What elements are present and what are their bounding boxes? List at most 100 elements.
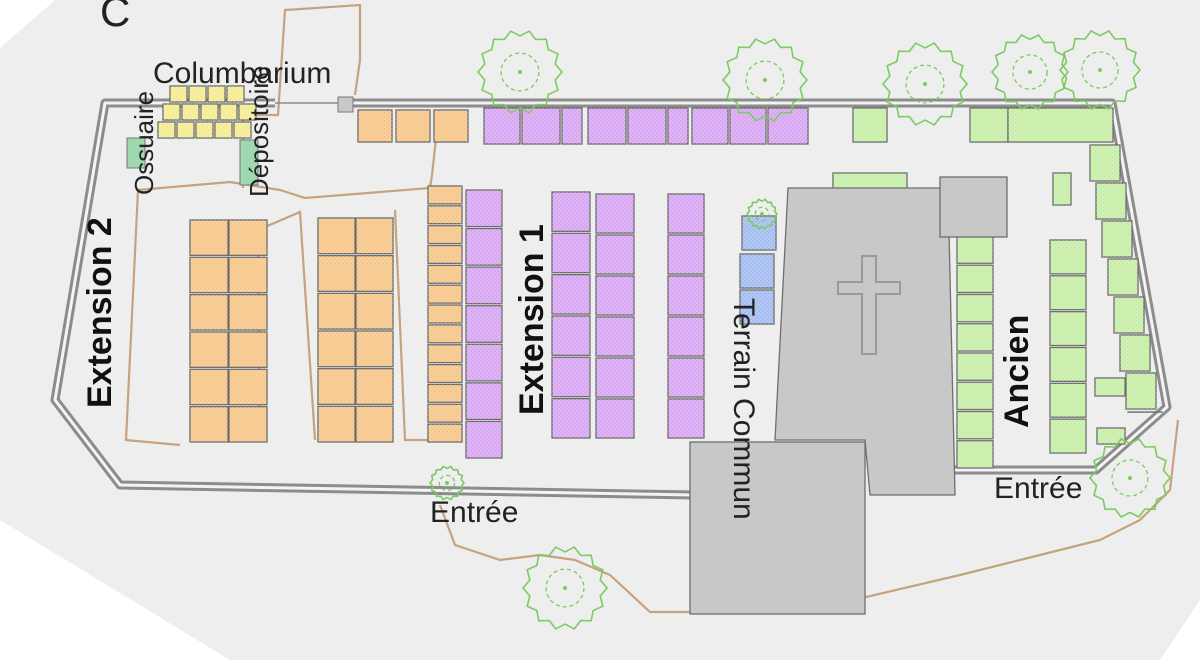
grave-plot-texture <box>428 404 462 422</box>
grave-plot-texture <box>562 108 582 144</box>
ossuaire-label: Ossuaire <box>129 91 159 195</box>
grave-plot-texture <box>1050 240 1086 274</box>
grave-plot-texture <box>428 305 462 323</box>
grave-plot-texture <box>229 257 267 292</box>
grave-plot-texture <box>318 406 355 442</box>
columbarium-niche-texture <box>177 122 194 138</box>
grave-plot-texture <box>596 235 634 274</box>
grave-plot-texture <box>1050 383 1086 417</box>
terrain-commun-building <box>690 442 865 614</box>
grave-plot-texture <box>668 108 688 144</box>
grave-plot-texture <box>428 345 462 363</box>
grave-plot-texture <box>318 331 355 367</box>
grave-plot-texture <box>428 206 462 224</box>
grave-plot-texture <box>957 295 993 322</box>
grave-plot-texture <box>552 357 590 396</box>
grave-plot-texture <box>428 325 462 343</box>
corner-fragment-label: C <box>100 0 130 35</box>
grave-plot-texture <box>229 407 267 442</box>
grave-plot-texture <box>190 407 228 442</box>
grave-plot-texture <box>190 369 228 404</box>
grave-plot-texture <box>428 265 462 283</box>
grave-plot-texture <box>957 412 993 439</box>
grave-plot-texture <box>190 257 228 292</box>
grave-plot-texture <box>466 190 502 227</box>
grave-plot-texture <box>229 369 267 404</box>
grave-plot-texture <box>229 332 267 367</box>
grave-plot-texture <box>957 236 993 263</box>
extension-1-label: Extension 1 <box>513 224 551 415</box>
grave-plot-texture <box>318 218 355 254</box>
grave-plot-texture <box>428 186 462 204</box>
grave-plot-texture <box>692 108 728 144</box>
grave-plot-texture <box>522 108 560 144</box>
grave-plot-texture <box>552 316 590 355</box>
grave-plot-texture <box>957 265 993 292</box>
ancien-label: Ancien <box>998 315 1036 428</box>
grave-plot-texture <box>742 216 776 250</box>
columbarium-niche-texture <box>158 122 175 138</box>
grave-plot-texture <box>190 220 228 255</box>
grave-plot-texture <box>356 256 393 292</box>
grave-plot-texture <box>428 424 462 442</box>
grave-plot-texture <box>318 256 355 292</box>
columbarium-niche-texture <box>201 104 218 120</box>
grave-plot-texture <box>229 220 267 255</box>
grave-plot-texture <box>552 192 590 231</box>
extension-2-label: Extension 2 <box>81 217 119 408</box>
grave-plot-texture <box>434 110 468 142</box>
grave-plot-texture <box>957 382 993 409</box>
grave-plot-texture <box>552 399 590 438</box>
grave-plot-texture <box>396 110 430 142</box>
grave-plot-texture <box>1096 183 1126 219</box>
grave-plot-texture <box>484 108 520 144</box>
grave-plot-texture <box>1050 348 1086 382</box>
grave-plot-texture <box>229 295 267 330</box>
grave-plot-texture <box>466 229 502 266</box>
grave-plot-texture <box>1050 276 1086 310</box>
columbarium-niche-texture <box>182 104 199 120</box>
grave-plot-texture <box>428 384 462 402</box>
grave-plot-texture <box>318 369 355 405</box>
grave-plot-texture <box>740 254 774 288</box>
depositoire-label: Dépositoire <box>244 65 274 197</box>
grave-plot-texture <box>428 226 462 244</box>
grave-plot-texture <box>190 295 228 330</box>
annex-building <box>940 177 1007 237</box>
columbarium-niche-texture <box>220 104 237 120</box>
grave-plot-texture <box>730 108 766 144</box>
grave-plot-texture <box>853 108 887 142</box>
grave-plot-texture <box>466 383 502 420</box>
grave-plot-texture <box>596 194 634 233</box>
grave-plot-texture <box>596 317 634 356</box>
grave-plot-texture <box>970 108 1008 142</box>
terrain-commun-label: Terrain Commun <box>727 298 760 520</box>
grave-plot-texture <box>466 344 502 381</box>
grave-plot-texture <box>1108 259 1138 295</box>
grave-plot-texture <box>668 276 704 315</box>
grave-plot-texture <box>356 331 393 367</box>
grave-plot-texture <box>596 358 634 397</box>
grave-plot-texture <box>957 441 993 468</box>
columbarium-label: Columbarium <box>153 57 331 90</box>
grave-plot-texture <box>356 218 393 254</box>
grave-plot-texture <box>1050 419 1086 453</box>
entrance-west-label: Entrée <box>430 496 518 529</box>
grave-plot-texture <box>466 306 502 343</box>
columbarium-niche-texture <box>215 122 232 138</box>
grave-plot-texture <box>957 353 993 380</box>
grave-plot-texture <box>466 421 502 458</box>
grave-plot-texture <box>318 293 355 329</box>
grave-plot-texture <box>596 399 634 438</box>
grave-plot-texture <box>588 108 626 144</box>
columbarium-niche-texture <box>196 122 213 138</box>
grave-plot-texture <box>552 233 590 272</box>
grave-plot-texture <box>428 365 462 383</box>
entrance-east-label: Entrée <box>994 472 1082 505</box>
grave-plot-texture <box>1090 145 1120 181</box>
grave-plot-texture <box>1095 378 1125 396</box>
grave-plot-texture <box>668 194 704 233</box>
grave-plot-texture <box>552 275 590 314</box>
grave-plot-texture <box>428 285 462 303</box>
grave-plot-texture <box>356 293 393 329</box>
